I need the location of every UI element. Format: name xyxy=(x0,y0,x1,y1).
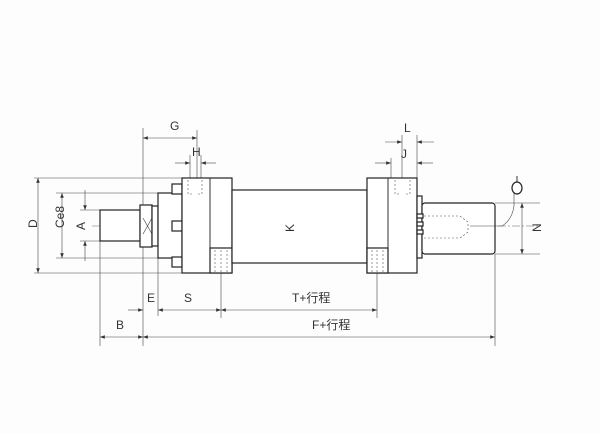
bolt-head xyxy=(171,220,183,232)
label-Ce8: Ce8 xyxy=(53,206,67,228)
dimension-lines xyxy=(36,136,524,339)
label-J: J xyxy=(401,147,407,161)
label-T-stroke: T+行程 xyxy=(292,290,330,305)
label-N: N xyxy=(530,223,544,232)
label-H: H xyxy=(192,145,201,159)
label-D: D xyxy=(26,219,40,228)
label-A: A xyxy=(74,222,88,230)
label-L: L xyxy=(404,121,411,135)
sensor-cable xyxy=(470,188,515,227)
cylinder-body xyxy=(99,176,523,274)
label-B: B xyxy=(116,318,124,332)
sensor-housing xyxy=(421,202,496,255)
label-K: K xyxy=(283,224,297,232)
label-S: S xyxy=(184,291,192,305)
piston-rod xyxy=(99,209,141,242)
rear-port-block xyxy=(366,247,389,274)
label-G: G xyxy=(170,119,179,133)
label-F-stroke: F+行程 xyxy=(312,317,350,332)
cylinder-tube xyxy=(231,189,368,264)
rear-cap xyxy=(416,195,423,259)
wiper xyxy=(151,205,159,247)
bolt-head xyxy=(171,256,183,268)
rod-nut xyxy=(139,204,153,248)
bolt-head xyxy=(171,183,183,195)
connector xyxy=(511,181,523,195)
label-E: E xyxy=(147,291,155,305)
